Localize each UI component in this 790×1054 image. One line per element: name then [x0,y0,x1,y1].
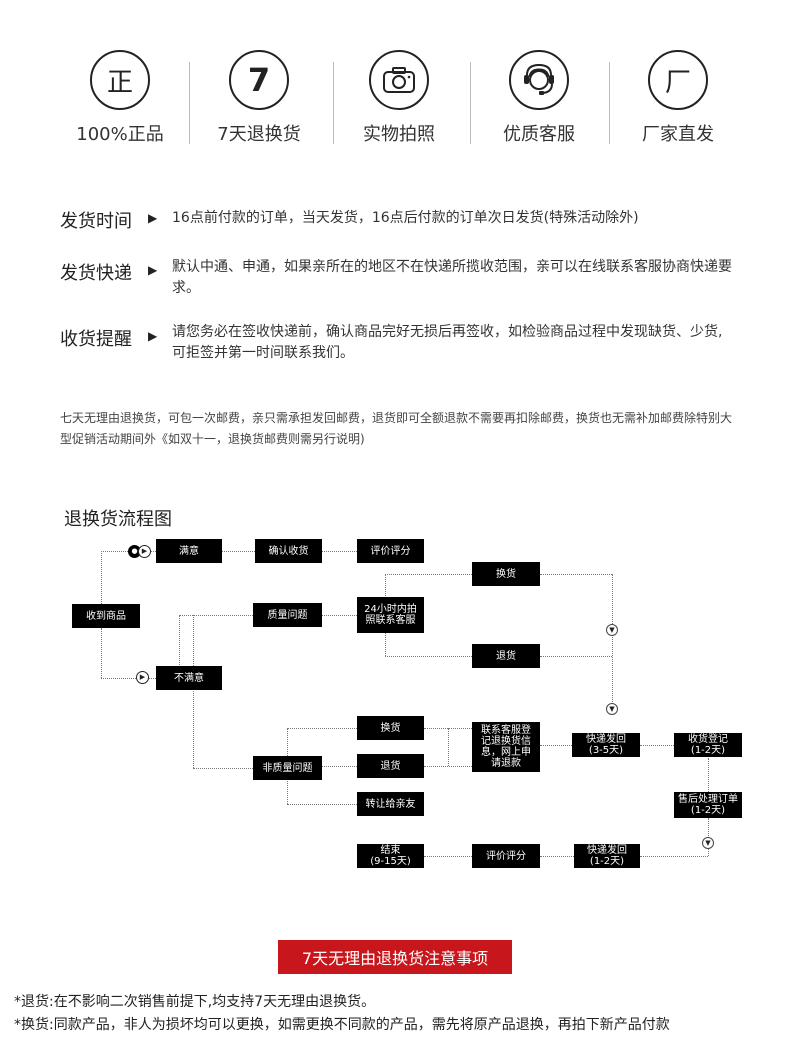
connector [179,615,253,616]
divider [609,62,610,144]
courier-title: 发货快递 [60,263,132,284]
return-policy-note: 七天无理由退换货，可包一次邮费，亲只需承担发回邮费，退货即可全额退款不需要再扣除… [60,411,733,446]
connector [640,745,674,746]
headset-icon [509,50,569,110]
badge-authentic: 正 100%正品 [55,50,185,146]
shipping-time-title: 发货时间 [60,211,132,232]
arrow-circle-icon: ▶ [136,671,149,684]
connector [540,574,612,575]
connector [322,615,357,616]
connector [287,766,357,767]
connector [540,856,574,857]
node-non-quality-issue: 非质量问题 [253,756,322,780]
node-unsatisfied: 不满意 [156,666,222,690]
node-received: 收到商品 [72,604,140,628]
connector [385,574,472,575]
node-end: 结束 (9-15天) [357,844,424,868]
badge-factory: 厂 厂家直发 [613,50,743,146]
connector [287,804,357,805]
node-ship-out: 快递发回 (1-2天) [574,844,640,868]
down-arrow-circle-icon: ▼ [702,837,714,849]
connector [708,818,709,842]
arrow-circle-icon: ▶ [138,545,151,558]
node-confirm-receipt: 确认收货 [255,539,322,563]
badge-label: 厂家直发 [642,124,714,145]
connector [424,856,472,857]
shipping-time-text: 16点前付款的订单，当天发货，16点后付款的订单次日发货(特殊活动除外) [172,210,639,226]
notice-banner: 7天无理由退换货注意事项 [278,940,512,974]
down-arrow-circle-icon: ▼ [606,624,618,636]
arrow-icon: ▶ [148,329,158,343]
receipt-reminder-title: 收货提醒 [60,329,132,350]
badge-return: 7 7天退换货 [194,50,324,146]
connector [448,728,449,766]
divider [189,62,190,144]
authentic-icon: 正 [90,50,150,110]
connector [193,768,253,769]
node-quality-issue: 质量问题 [253,603,322,627]
connector [287,728,357,729]
connector [179,615,180,667]
connector [193,615,194,768]
camera-icon [369,50,429,110]
connector [101,628,102,678]
connector [101,551,102,604]
badge-service: 优质客服 [474,50,604,146]
badge-label: 优质客服 [503,124,575,145]
divider [333,62,334,144]
seven-days-icon: 7 [229,50,289,110]
node-register: 收货登记 (1-2天) [674,733,742,757]
connector [540,745,572,746]
node-contact-24h: 24小时内拍 照联系客服 [357,597,424,633]
connector [708,845,709,856]
connector [101,678,156,679]
connector [708,758,709,792]
node-exchange-2: 换货 [357,716,424,740]
connector [222,551,255,552]
courier-text: 默认中通、申通，如果亲所在的地区不在快递所揽收范围，亲可以在线联系客服协商快递要… [172,259,732,296]
flow-chart-title: 退换货流程图 [64,509,172,530]
node-return-1: 退货 [472,644,540,668]
badge-photo: 实物拍照 [334,50,464,146]
node-contact-service: 联系客服登 记退换货信 息，网上申 请退款 [472,722,540,772]
connector [385,656,472,657]
node-ship-back: 快递发回 (3-5天) [572,733,640,757]
down-arrow-circle-icon: ▼ [606,703,618,715]
node-rate-1: 评价评分 [357,539,424,563]
node-aftersale: 售后处理订单 (1-2天) [674,792,742,818]
connector [640,856,708,857]
footnote-return: *退货:在不影响二次销售前提下,均支持7天无理由退换货。 [14,994,376,1010]
node-satisfied: 满意 [156,539,222,563]
node-transfer: 转让给亲友 [357,792,424,816]
connector [424,766,472,767]
node-rate-2: 评价评分 [472,844,540,868]
connector [540,656,612,657]
connector [612,574,613,706]
badge-label: 7天退换货 [217,124,301,145]
footnote-exchange: *换货:同款产品，非人为损坏均可以更换，如需更换不同款的产品，需先将原产品退换，… [14,1017,670,1033]
badge-label: 实物拍照 [363,124,435,145]
badge-label: 100%正品 [76,124,164,145]
arrow-icon: ▶ [148,263,158,277]
arrow-icon: ▶ [148,211,158,225]
connector [322,551,357,552]
factory-icon: 厂 [648,50,708,110]
node-return-2: 退货 [357,754,424,778]
divider [470,62,471,144]
node-exchange-1: 换货 [472,562,540,586]
receipt-reminder-text: 请您务必在签收快递前，确认商品完好无损后再签收，如检验商品过程中发现缺货、少货,… [172,324,723,361]
